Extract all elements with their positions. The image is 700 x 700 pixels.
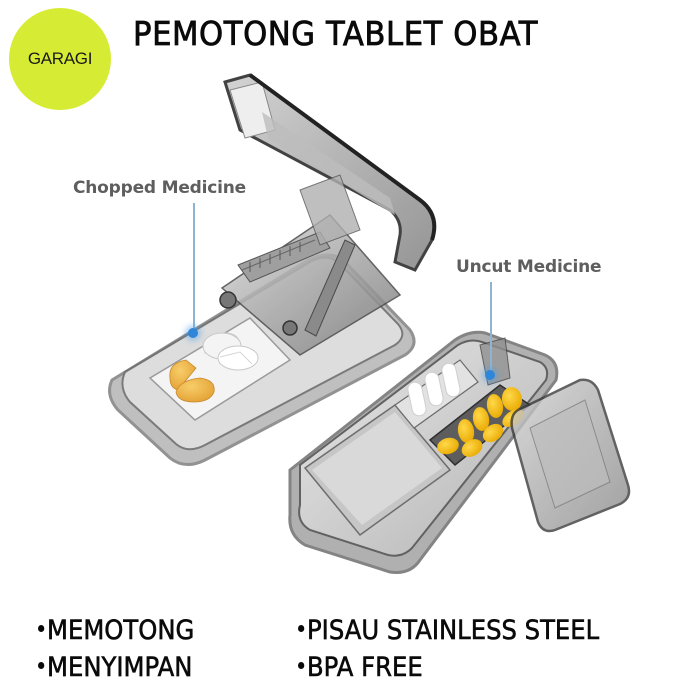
bullet-icon — [38, 662, 45, 669]
orange-pill-halves — [169, 359, 215, 403]
cutter-closed-open-lid — [288, 330, 631, 574]
feature-item: MEMOTONG — [38, 615, 195, 646]
bullet-icon — [38, 625, 45, 632]
callout-uncut-dot — [485, 370, 495, 380]
brand-logo: GARAGI — [9, 8, 111, 110]
page-title: PEMOTONG TABLET OBAT — [133, 14, 539, 54]
callout-uncut-medicine: Uncut Medicine — [456, 257, 602, 277]
bullet-icon — [298, 625, 305, 632]
brand-logo-text: GARAGI — [27, 49, 93, 68]
feature-item: MENYIMPAN — [38, 652, 193, 683]
callout-chopped-dot — [188, 328, 198, 338]
callout-uncut-line — [490, 282, 492, 372]
callout-chopped-medicine: Chopped Medicine — [73, 178, 246, 198]
feature-item: BPA FREE — [298, 652, 423, 683]
feature-item: PISAU STAINLESS STEEL — [298, 615, 599, 646]
cutter-open — [108, 73, 437, 466]
white-capsules — [407, 362, 461, 417]
callout-chopped-line — [193, 203, 195, 331]
white-pill-halves — [202, 332, 259, 371]
bullet-icon — [298, 662, 305, 669]
